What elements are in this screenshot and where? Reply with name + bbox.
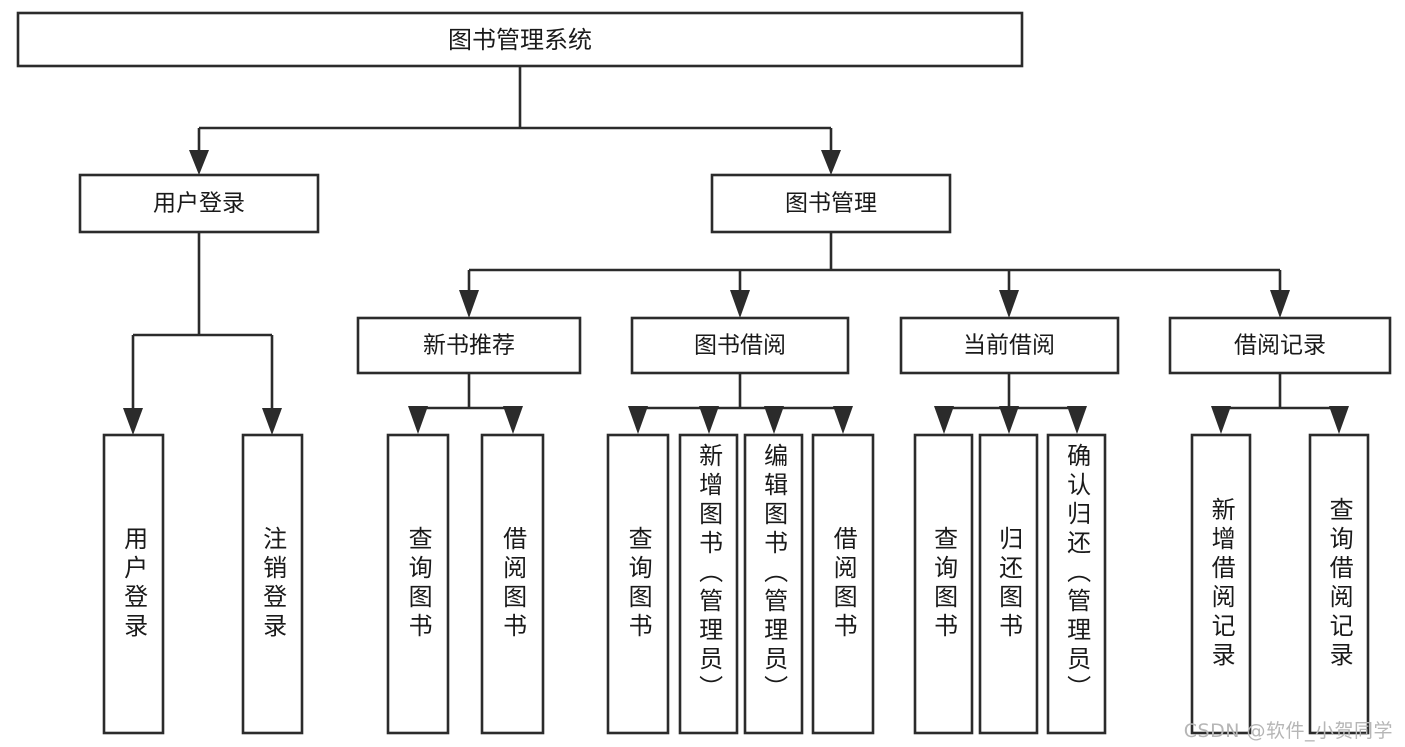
arrowhead-nbr-leaf-1 — [408, 406, 428, 434]
watermark: CSDN @软件_小贺同学 — [1183, 720, 1393, 742]
node-new-book-recommend-box[interactable] — [356, 316, 582, 375]
node-book-borrow-label: 图书借阅 — [694, 333, 786, 359]
node-book-borrow-box[interactable] — [630, 316, 850, 375]
arrowhead-bb-leaf-3 — [764, 406, 784, 434]
node-leaf-bb-edit-box[interactable] — [743, 433, 804, 735]
node-current-borrow-box[interactable] — [899, 316, 1120, 375]
node-leaf-bb-borrow-box[interactable] — [811, 433, 875, 735]
node-leaf-bb-query-box[interactable] — [606, 433, 670, 735]
node-user-login-box[interactable] — [78, 173, 320, 234]
node-new-book-recommend-label: 新书推荐 — [423, 333, 515, 359]
connector-layer — [123, 66, 1349, 435]
arrowhead-leaf-user-login — [123, 408, 143, 435]
node-leaf-logout-box[interactable] — [241, 433, 304, 735]
arrowhead-br-leaf-1 — [1211, 406, 1231, 434]
arrowhead-cb-leaf-2 — [999, 406, 1019, 434]
arrowhead-cb-leaf-3 — [1067, 406, 1087, 434]
arrowhead-borrow-record — [1270, 290, 1290, 318]
node-borrow-record-label: 借阅记录 — [1234, 333, 1326, 359]
arrowhead-nbr-leaf-2 — [503, 406, 523, 434]
node-root-box[interactable] — [16, 11, 1024, 68]
node-leaf-cb-confirm-box[interactable] — [1046, 433, 1107, 735]
node-leaf-bb-add-box[interactable] — [678, 433, 739, 735]
node-leaf-cb-query-box[interactable] — [913, 433, 974, 735]
node-borrow-record-box[interactable] — [1168, 316, 1392, 375]
node-book-manage-label: 图书管理 — [785, 191, 877, 217]
node-leaf-br-add-box[interactable] — [1190, 433, 1252, 735]
arrowhead-bb-leaf-2 — [699, 406, 719, 434]
node-book-manage-box[interactable] — [710, 173, 952, 234]
node-leaf-nbr-query-box[interactable] — [386, 433, 450, 735]
arrowhead-book-manage — [821, 150, 841, 175]
arrowhead-new-book-recommend — [459, 290, 479, 318]
arrowhead-cb-leaf-1 — [934, 406, 954, 434]
node-root-label: 图书管理系统 — [448, 26, 592, 54]
node-leaf-user-login-box[interactable] — [102, 433, 165, 735]
arrowhead-br-leaf-2 — [1329, 406, 1349, 434]
arrowhead-bb-leaf-1 — [628, 406, 648, 434]
arrowhead-leaf-logout — [262, 408, 282, 435]
node-leaf-nbr-borrow-box[interactable] — [480, 433, 545, 735]
node-user-login-label: 用户登录 — [153, 191, 245, 217]
arrowhead-current-borrow — [999, 290, 1019, 318]
arrowhead-bb-leaf-4 — [833, 406, 853, 434]
node-layer: 图书管理系统 用户登录 图书管理 新书推荐 图书借阅 当前借阅 借阅记录 — [16, 11, 1392, 735]
node-leaf-cb-return-box[interactable] — [978, 433, 1039, 735]
arrowhead-user-login — [189, 150, 209, 175]
node-current-borrow-label: 当前借阅 — [963, 333, 1055, 359]
node-leaf-br-query-box[interactable] — [1308, 433, 1370, 735]
arrowhead-book-borrow — [730, 290, 750, 318]
